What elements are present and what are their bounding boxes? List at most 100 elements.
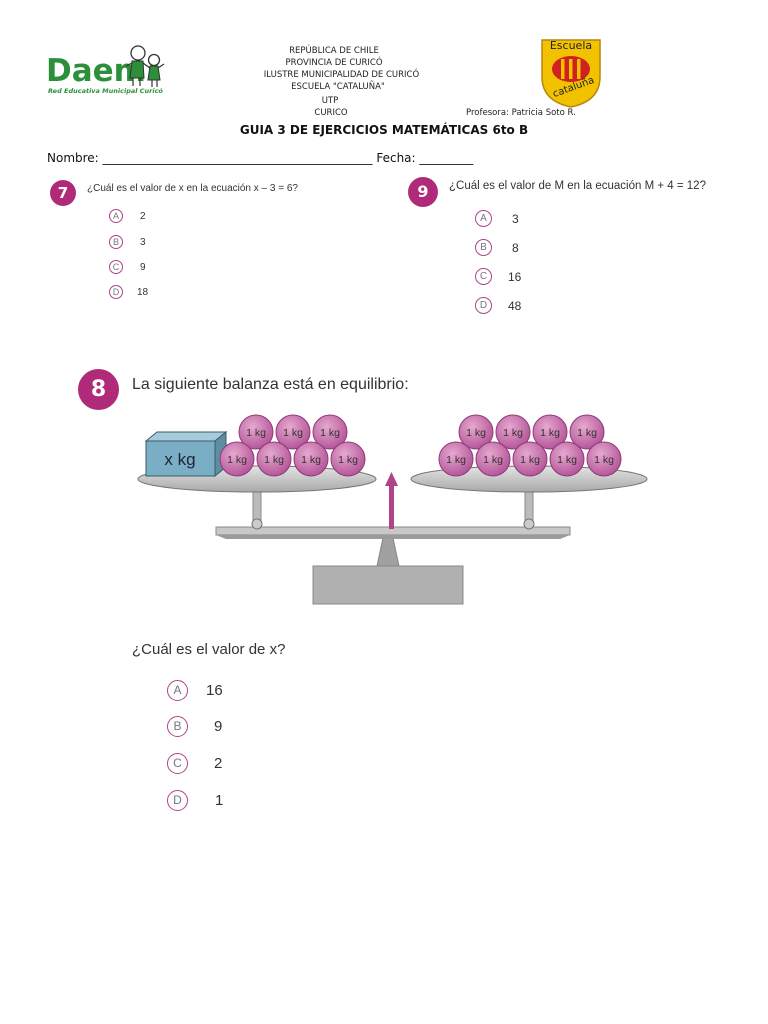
right-weight-3: 1 kg bbox=[532, 414, 568, 450]
header-school: ESCUELA "CATALUÑA" bbox=[291, 82, 385, 92]
weight-ball bbox=[438, 441, 474, 477]
weight-ball bbox=[293, 441, 329, 477]
weight-ball bbox=[512, 441, 548, 477]
weight-ball bbox=[256, 441, 292, 477]
weight-ball bbox=[238, 414, 274, 450]
option-letter: D bbox=[109, 285, 123, 299]
header-city: CURICO bbox=[314, 108, 348, 118]
box-label: x kg bbox=[164, 450, 195, 469]
weight-label: 1 kg bbox=[520, 454, 540, 466]
right-weight-2: 1 kg bbox=[495, 414, 531, 450]
right-weight-7: 1 kg bbox=[512, 441, 548, 477]
question-7-option-b[interactable]: B 3 bbox=[109, 235, 146, 249]
weight-label: 1 kg bbox=[594, 454, 614, 466]
right-weight-5: 1 kg bbox=[438, 441, 474, 477]
option-value: 9 bbox=[140, 261, 146, 273]
weight-label: 1 kg bbox=[227, 454, 247, 466]
question-9-option-b[interactable]: B 8 bbox=[475, 239, 519, 256]
option-value: 3 bbox=[512, 211, 519, 226]
option-letter: B bbox=[109, 235, 123, 249]
right-weight-1: 1 kg bbox=[458, 414, 494, 450]
question-9-option-d[interactable]: D 48 bbox=[475, 297, 521, 314]
weight-ball bbox=[549, 441, 585, 477]
weight-label: 1 kg bbox=[301, 454, 321, 466]
option-letter: D bbox=[475, 297, 492, 314]
weight-ball bbox=[569, 414, 605, 450]
question-8-text: La siguiente balanza está en equilibrio: bbox=[132, 376, 409, 393]
left-weight-6: 1 kg bbox=[293, 441, 329, 477]
weight-ball bbox=[586, 441, 622, 477]
question-9-text: ¿Cuál es el valor de M en la ecuación M … bbox=[449, 180, 706, 192]
option-value: 8 bbox=[512, 240, 519, 255]
weight-ball bbox=[458, 414, 494, 450]
left-weight-7: 1 kg bbox=[330, 441, 366, 477]
daem-logo-subtitle: Red Educativa Municipal Curicó bbox=[48, 87, 163, 95]
question-7-option-a[interactable]: A 2 bbox=[109, 209, 146, 223]
question-8-prompt: ¿Cuál es el valor de x? bbox=[132, 641, 286, 658]
weight-label: 1 kg bbox=[483, 454, 503, 466]
weight-ball bbox=[219, 441, 255, 477]
weight-label: 1 kg bbox=[503, 427, 523, 439]
header-teacher: Profesora: Patricia Soto R. bbox=[466, 108, 576, 118]
option-letter: C bbox=[109, 260, 123, 274]
question-9-option-c[interactable]: C 16 bbox=[475, 268, 521, 285]
weight-label: 1 kg bbox=[466, 427, 486, 439]
option-letter: A bbox=[167, 680, 188, 701]
weight-label: 1 kg bbox=[446, 454, 466, 466]
weight-label: 1 kg bbox=[577, 427, 597, 439]
option-letter: C bbox=[475, 268, 492, 285]
option-letter: B bbox=[167, 716, 188, 737]
question-9-option-a[interactable]: A 3 bbox=[475, 210, 519, 227]
daem-logo-word: Daem bbox=[46, 53, 146, 89]
weight-ball bbox=[475, 441, 511, 477]
option-value: 16 bbox=[508, 269, 522, 284]
question-7-text: ¿Cuál es el valor de x en la ecuación x … bbox=[87, 183, 298, 194]
option-value: 2 bbox=[140, 210, 146, 222]
question-8-option-c[interactable]: C 2 bbox=[167, 753, 222, 774]
right-weight-8: 1 kg bbox=[549, 441, 585, 477]
right-weight-6: 1 kg bbox=[475, 441, 511, 477]
weight-label: 1 kg bbox=[540, 427, 560, 439]
weight-label: 1 kg bbox=[338, 454, 358, 466]
option-value: 18 bbox=[137, 286, 149, 298]
question-8-option-d[interactable]: D 1 bbox=[167, 790, 223, 811]
option-value: 2 bbox=[214, 755, 223, 772]
left-weight-1: 1 kg bbox=[238, 414, 274, 450]
weight-label: 1 kg bbox=[557, 454, 577, 466]
header-municipality: ILUSTRE MUNICIPALIDAD DE CURICÓ bbox=[263, 70, 420, 80]
weight-ball bbox=[330, 441, 366, 477]
question-7-option-d[interactable]: D 18 bbox=[109, 285, 148, 299]
left-weight-3: 1 kg bbox=[312, 414, 348, 450]
header-country: REPÚBLICA DE CHILE bbox=[289, 46, 379, 56]
shield-top-text: Escuela bbox=[549, 39, 593, 52]
weight-ball bbox=[312, 414, 348, 450]
option-value: 1 bbox=[215, 792, 224, 809]
left-weight-2: 1 kg bbox=[275, 414, 311, 450]
weight-label: 1 kg bbox=[283, 427, 303, 439]
question-8-option-a[interactable]: A 16 bbox=[167, 680, 223, 701]
right-weight-4: 1 kg bbox=[569, 414, 605, 450]
option-letter: C bbox=[167, 753, 188, 774]
option-letter: A bbox=[475, 210, 492, 227]
name-date-fields[interactable]: Nombre: ________________________________… bbox=[47, 151, 474, 165]
children-figure-icon bbox=[125, 45, 165, 87]
escuela-cataluna-shield-icon bbox=[541, 39, 601, 108]
option-value: 16 bbox=[206, 682, 223, 699]
left-weight-4: 1 kg bbox=[219, 441, 255, 477]
option-letter: B bbox=[475, 239, 492, 256]
right-weight-9: 1 kg bbox=[586, 441, 622, 477]
header-province: PROVINCIA DE CURICÓ bbox=[285, 58, 383, 68]
question-8-option-b[interactable]: B 9 bbox=[167, 716, 222, 737]
weight-label: 1 kg bbox=[320, 427, 340, 439]
option-value: 48 bbox=[508, 298, 522, 313]
option-letter: D bbox=[167, 790, 188, 811]
left-weight-5: 1 kg bbox=[256, 441, 292, 477]
weight-ball bbox=[495, 414, 531, 450]
question-8-badge: 8 bbox=[78, 369, 119, 410]
weight-ball bbox=[275, 414, 311, 450]
question-7-option-c[interactable]: C 9 bbox=[109, 260, 146, 274]
question-9-badge: 9 bbox=[408, 177, 438, 207]
header-utp: UTP bbox=[321, 96, 339, 106]
